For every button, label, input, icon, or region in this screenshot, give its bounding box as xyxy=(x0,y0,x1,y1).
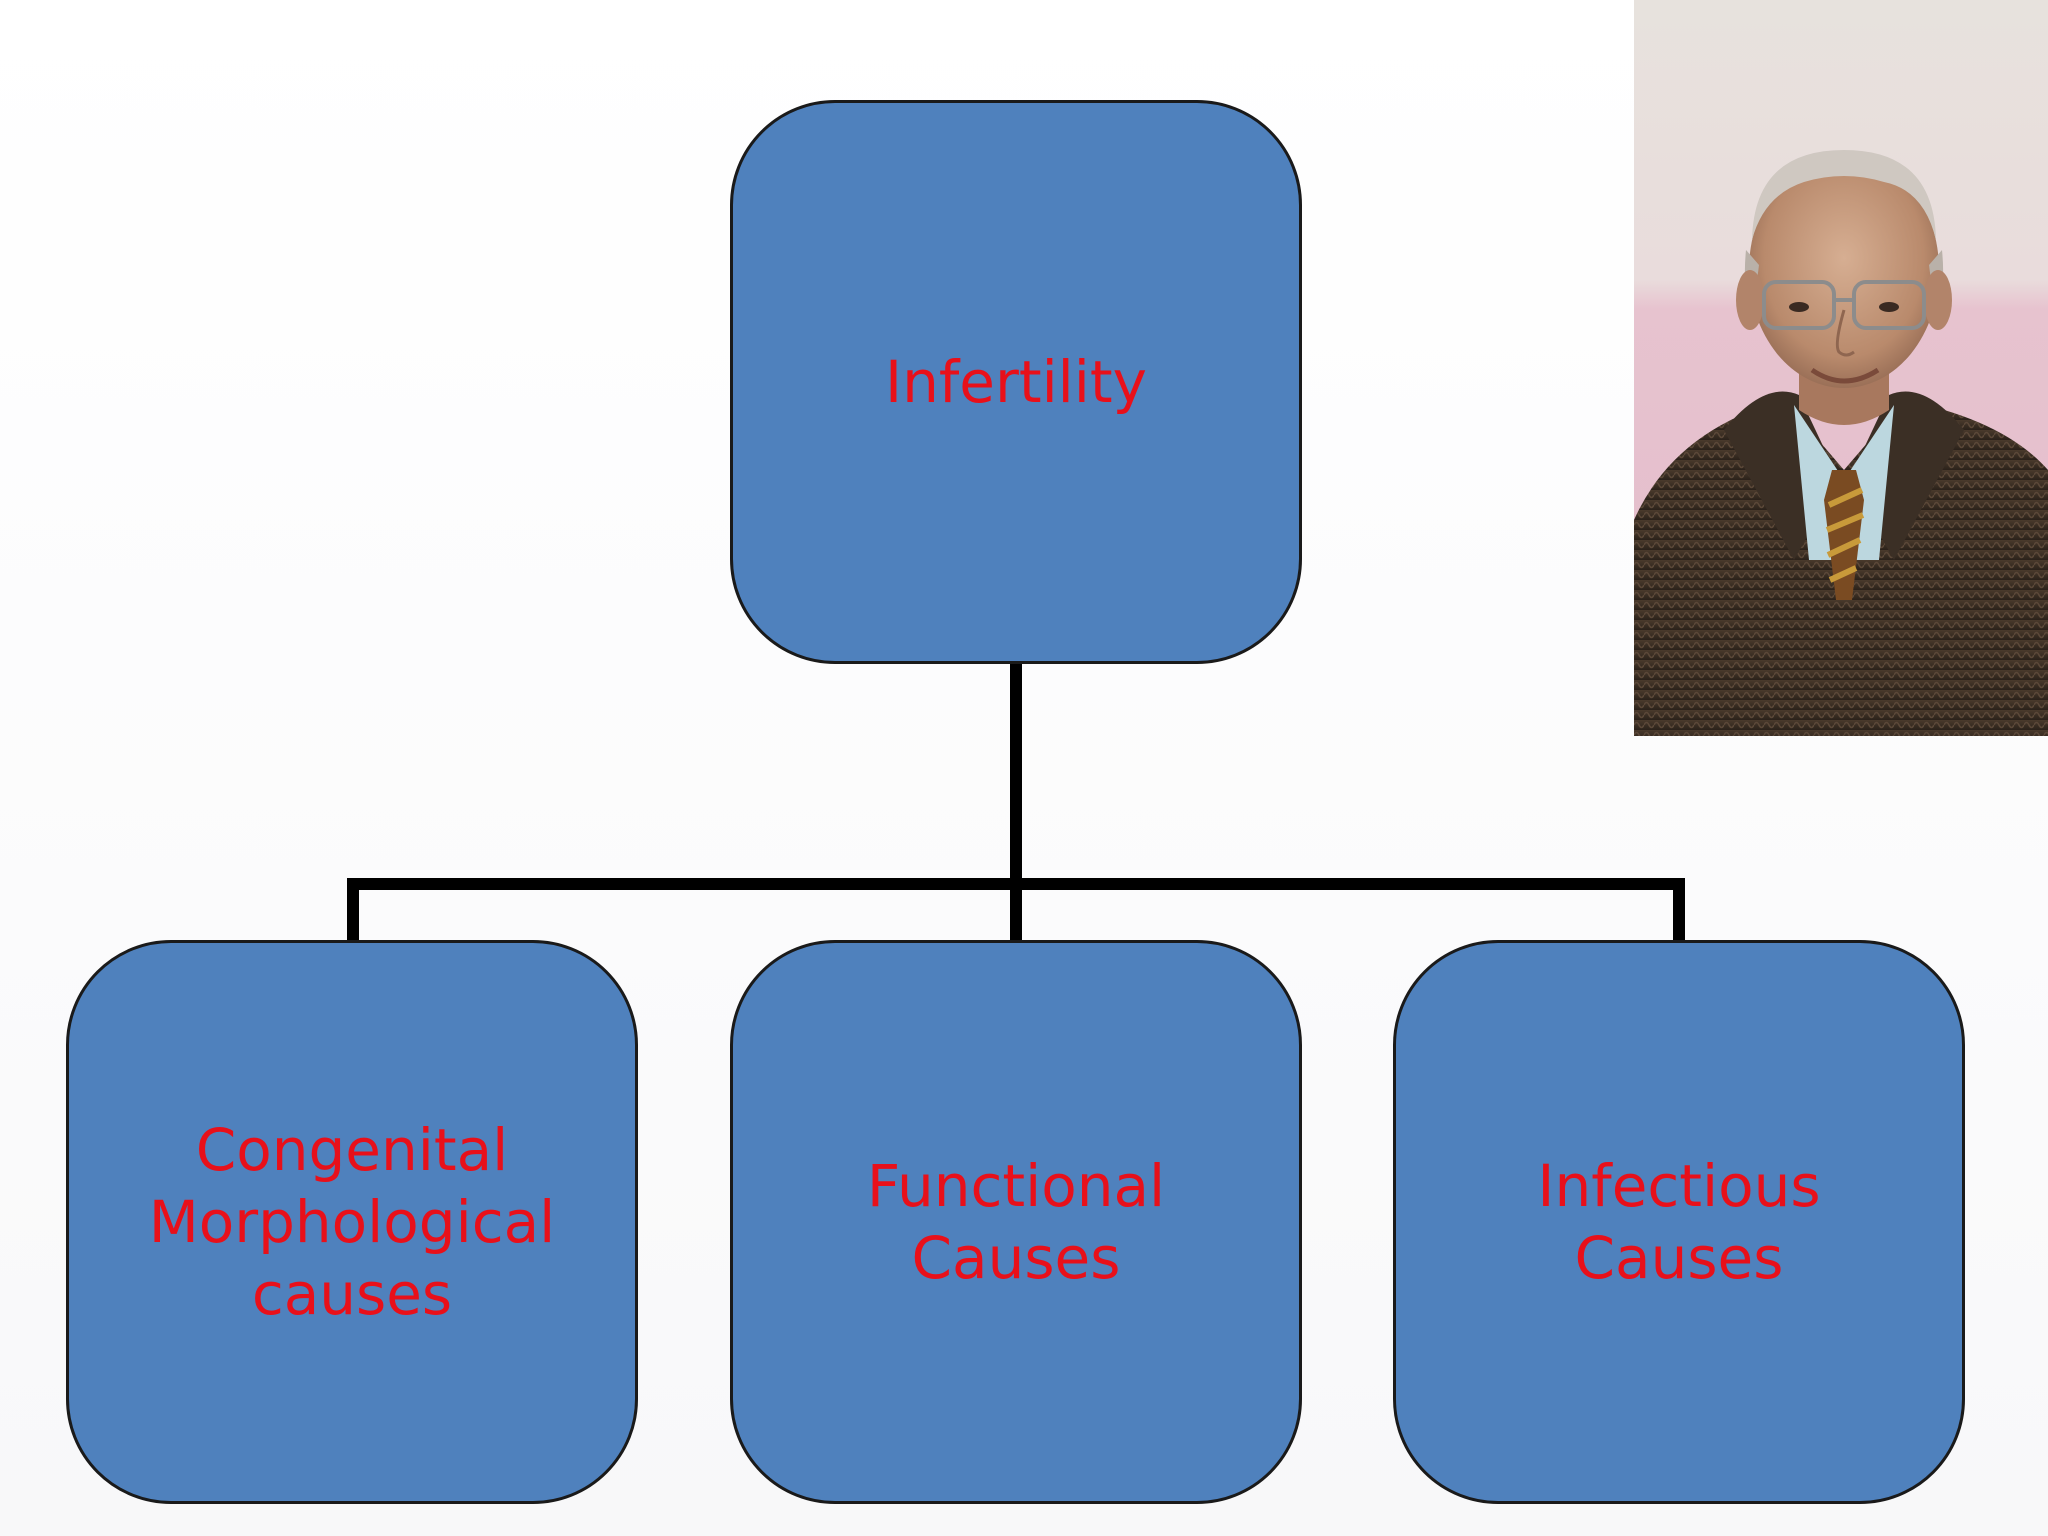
node-functional-label: Functional Causes xyxy=(866,1152,1166,1292)
node-infertility: Infertility xyxy=(730,100,1302,664)
node-infectious-causes: Infectious Causes xyxy=(1393,940,1965,1504)
node-congenital-morphological-causes: Congenital Morphological causes xyxy=(66,940,638,1504)
node-functional-causes: Functional Causes xyxy=(730,940,1302,1504)
node-infertility-label: Infertility xyxy=(885,348,1147,416)
node-infectious-label: Infectious Causes xyxy=(1537,1152,1821,1292)
presenter-photo xyxy=(1634,0,2048,736)
node-congenital-label: Congenital Morphological causes xyxy=(148,1116,556,1328)
